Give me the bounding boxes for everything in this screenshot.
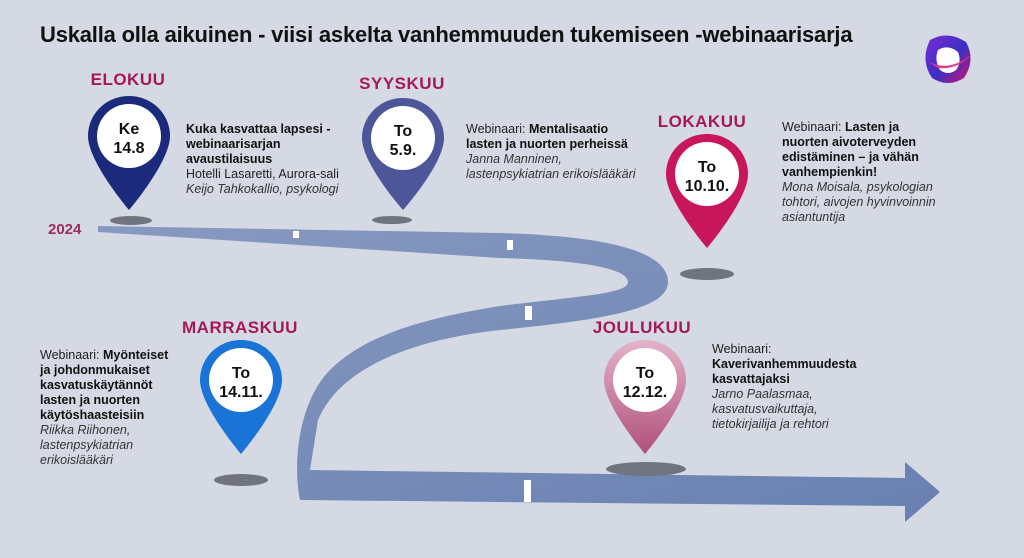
event-date: 12.12.: [622, 384, 668, 401]
event-info-elokuu: Kuka kasvattaa lapsesi - webinaarisarjan…: [186, 122, 339, 196]
event-pin-elokuu[interactable]: Ke 14.8: [84, 92, 174, 217]
event-day: To: [697, 159, 717, 176]
event-day: To: [635, 365, 655, 382]
month-label-lokakuu: LOKAKUU: [657, 112, 747, 131]
event-day: To: [231, 365, 251, 382]
pin-shadow: [606, 462, 686, 476]
pin-shadow: [214, 474, 268, 486]
page-title: Uskalla olla aikuinen - viisi askelta va…: [40, 22, 853, 47]
month-label-elokuu: ELOKUU: [90, 70, 166, 89]
event-pin-marraskuu[interactable]: To 14.11.: [196, 336, 286, 461]
map-pin-icon: [200, 340, 282, 454]
event-info-syyskuu: Webinaari: Mentalisaatio lasten ja nuort…: [466, 122, 636, 181]
map-pin-icon: [666, 134, 748, 248]
event-date: 5.9.: [389, 142, 417, 159]
event-pin-joulukuu[interactable]: To 12.12.: [600, 336, 690, 461]
event-date: 14.11.: [219, 384, 263, 401]
timeline-year: 2024: [48, 221, 82, 238]
pin-shadow: [372, 216, 412, 224]
month-label-joulukuu: JOULUKUU: [592, 318, 692, 337]
event-info-lokakuu: Webinaari: Lasten ja nuorten aivoterveyd…: [782, 120, 936, 224]
event-date: 14.8: [113, 140, 145, 157]
event-date: 10.10.: [684, 178, 730, 195]
event-pin-syyskuu[interactable]: To 5.9.: [358, 94, 448, 219]
event-pin-lokakuu[interactable]: To 10.10.: [662, 130, 752, 255]
map-pin-icon: [362, 98, 444, 210]
pin-shadow: [680, 268, 734, 280]
event-day: Ke: [118, 121, 140, 138]
month-label-marraskuu: MARRASKUU: [182, 318, 298, 337]
organization-logo-icon: [925, 35, 972, 83]
map-pin-icon: [604, 340, 686, 454]
event-day: To: [393, 123, 413, 140]
event-info-joulukuu: Webinaari: Kaverivanhemmuudesta kasvatta…: [712, 342, 857, 431]
month-label-syyskuu: SYYSKUU: [359, 74, 445, 93]
pin-shadow: [110, 216, 152, 225]
event-info-marraskuu: Webinaari: Myönteiset ja johdonmukaiset …: [40, 348, 169, 467]
map-pin-icon: [88, 96, 170, 210]
